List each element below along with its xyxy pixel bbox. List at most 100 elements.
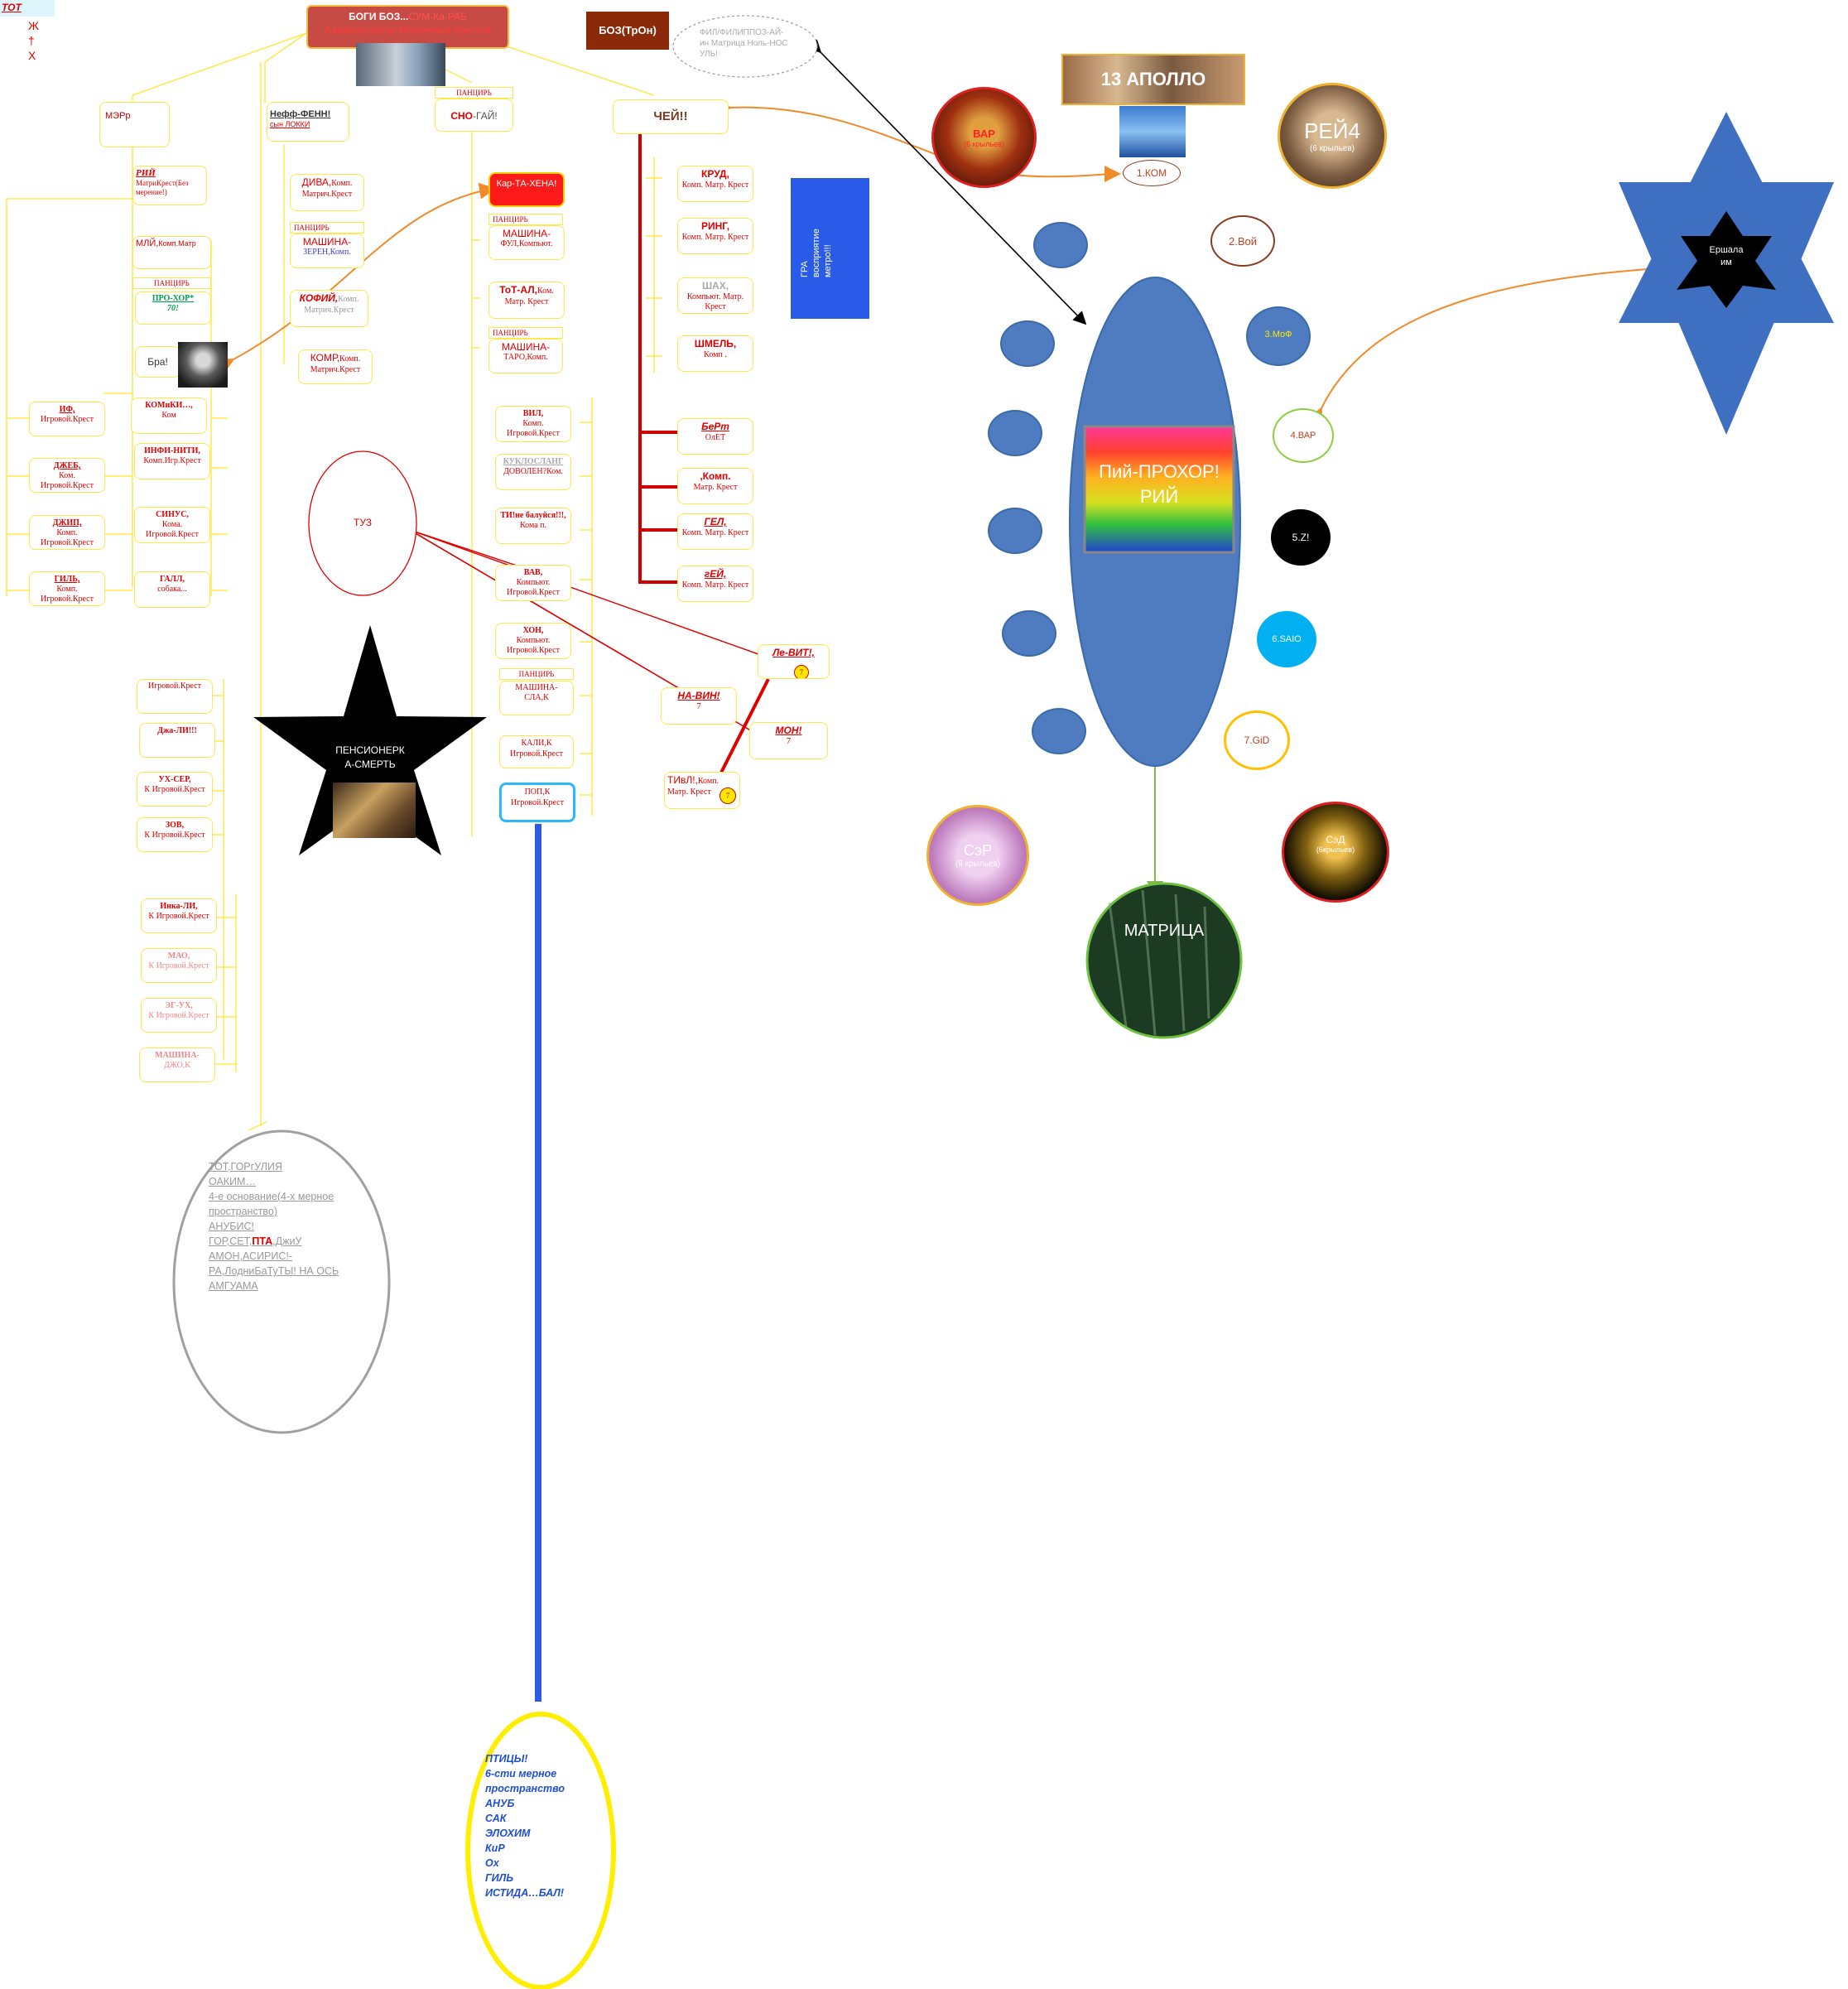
gods-line-0: ТОТ,ГОРгУЛИЯ <box>209 1161 282 1173</box>
node-prohor[interactable]: ПРО-ХОР* 70! <box>135 291 211 325</box>
seat-6[interactable] <box>1032 708 1086 754</box>
node-levit-name: Ле-ВИТ!, <box>772 647 815 658</box>
seat-5[interactable] <box>1002 610 1056 657</box>
seat-3[interactable] <box>988 410 1042 456</box>
node-kartahena[interactable]: Кар-ТА-ХЕНА! <box>488 172 565 207</box>
sno-item-2[interactable]: ТИ!не балуйся!!!,Кома п. <box>495 508 571 544</box>
mer-right-1[interactable]: ИНФИ-НИТИ,Комп.Игр.Крест <box>134 443 210 479</box>
sno-tag: ПАНЦИРЬ <box>435 87 513 99</box>
sno-item-4[interactable]: ХОН,Компьют. Игровой.Крест <box>495 623 571 659</box>
mer-lower-2[interactable]: УХ-СЕР,К Игровой.Крест <box>137 772 213 807</box>
rainbow-panel <box>1083 425 1235 554</box>
root-node[interactable]: БОГИ БОЗ...СУМ-Ка-РАБ Администратор Матр… <box>306 5 509 49</box>
node-diva[interactable]: ДИВА,Комп. Матрич.Крест <box>290 174 364 211</box>
chei-item-2-name: ШАХ, <box>701 280 729 291</box>
node-tivl[interactable]: ТИвЛ!,Комп. Матр. Крест 7 <box>664 772 740 809</box>
branch-neff[interactable]: Нефф-ФЕНН! сын ЛОККИ <box>267 102 349 142</box>
mer-lower-6[interactable]: ЭГ-УХ,К Игровой.Крест <box>141 998 217 1033</box>
chei-item-2[interactable]: ШАХ,Компьют. Матр. Крест <box>677 277 753 314</box>
matrix-label[interactable]: МАТРИЦА <box>1124 922 1205 940</box>
branch-mer[interactable]: МЭРр <box>99 102 170 147</box>
mer-left-0[interactable]: ИФ,Игровой.Крест <box>29 402 105 436</box>
mer-left-3[interactable]: ГИЛЬ,Комп. Игровой.Крест <box>29 571 105 606</box>
branch-sno[interactable]: СНО-ГАЙ! <box>435 99 513 132</box>
sno-item-3[interactable]: ВАВ,Компьют. Игровой.Крест <box>495 565 571 601</box>
chei-item-1[interactable]: РИНГ,Комп. Матр. Крест <box>677 218 753 254</box>
mer-right-3-text: собака... <box>157 585 187 595</box>
planet-4[interactable]: 4.ВАР <box>1273 408 1334 463</box>
seat-1[interactable] <box>1033 222 1088 268</box>
mer-lower-1[interactable]: Джа-ЛИ!!! <box>139 723 215 758</box>
birds-line-9: ИСТИДА…БАЛ! <box>485 1887 565 1899</box>
node-mli[interactable]: МЛЙ,Комп.Матр <box>132 236 211 269</box>
node-pop[interactable]: ПОП,К Игровой.Крест <box>499 783 575 822</box>
apollo-banner[interactable]: 13 АПОЛЛО <box>1061 54 1245 105</box>
node-kali[interactable]: КАЛИ,К Игровой.Крест <box>499 735 574 768</box>
seat-4[interactable] <box>988 508 1042 554</box>
node-pop-text: К Игровой.Крест <box>511 787 564 808</box>
planet-5[interactable]: 5.Z! <box>1271 509 1331 566</box>
chei-item-6[interactable]: ГЕЛ,Комп. Матр. Крест <box>677 513 753 550</box>
seat-2[interactable] <box>1000 320 1055 367</box>
chei-item-5[interactable]: ,Комп.Матр. Крест <box>677 468 753 504</box>
chei-item-3[interactable]: ШМЕЛЬ,Комп . <box>677 335 753 372</box>
hexagram-label[interactable]: Ершала им <box>1693 244 1759 269</box>
node-kofiy[interactable]: КОФИЙ,Комп. Матрич.Крест <box>290 290 368 327</box>
mer-right-0[interactable]: КОМиКИ…,Ком <box>131 397 207 434</box>
sno-item-0[interactable]: ВИЛ,Комп. Игровой.Крест <box>495 406 571 442</box>
node-navin[interactable]: НА-ВИН! 7 <box>661 687 737 725</box>
mer-left-1[interactable]: ДЖЕБ,Ком. Игровой.Крест <box>29 458 105 493</box>
apollo-kom[interactable]: 1.КОМ <box>1123 160 1181 186</box>
planet-7[interactable]: 7.GiD <box>1224 710 1290 770</box>
mer-left-2[interactable]: ДЖИП,Комп. Игровой.Крест <box>29 515 105 550</box>
hexagram-line1: Ершала <box>1709 245 1744 255</box>
mer-lower-5[interactable]: МАО,К Игровой.Крест <box>141 948 217 983</box>
mer-lower-0[interactable]: Игровой.Крест <box>137 679 213 714</box>
planet-6[interactable]: 6.SAIO <box>1257 611 1316 667</box>
node-bra[interactable]: Бра! <box>135 346 180 378</box>
chei-item-1-name: РИНГ, <box>700 220 730 232</box>
gra-box[interactable]: ГРА восприятие метро!!! <box>791 178 869 319</box>
node-komr[interactable]: КОМР,Комп. Матрич.Крест <box>298 349 373 384</box>
node-mashina-zeren-name: МАШИНА- <box>302 236 352 248</box>
node-prohor-num: 70! <box>167 304 179 313</box>
ser-bubble[interactable]: СэР (6 крыльев) <box>926 805 1029 906</box>
node-riy[interactable]: РИЙ МатриКрест(Без мерение!) <box>132 166 207 205</box>
node-mashina-taro-name: МАШИНА- <box>501 341 551 353</box>
node-mashina-zeren[interactable]: МАШИНА- ЗЕРЕН,Комп. <box>290 234 364 268</box>
mer-lower-3[interactable]: ЗОВ,К Игровой.Крест <box>137 817 213 852</box>
node-tivl-text: Комп. Матр. Крест <box>667 777 719 797</box>
mer-right-3[interactable]: ГАЛЛ,собака... <box>134 571 210 608</box>
node-levit[interactable]: Ле-ВИТ!, 7 <box>758 644 830 679</box>
bra-portrait <box>178 342 228 388</box>
boz-tron-node[interactable]: БОЗ(ТрОн) <box>586 12 669 50</box>
node-mashina-ful[interactable]: МАШИНА- ФУЛ,Компьют. <box>488 225 565 260</box>
node-mon[interactable]: МОН! 7 <box>749 722 828 759</box>
pensioner-star-shape <box>253 625 487 855</box>
node-totAl-name: ТоТ-АЛ, <box>499 284 537 296</box>
chei-item-3-text: Комп . <box>704 350 727 360</box>
rei-bubble[interactable]: РЕЙ4 (6 крыльев) <box>1278 83 1387 189</box>
branch-chei[interactable]: ЧЕЙ!! <box>613 99 729 134</box>
sno-item-1-name: КУКЛОСЛАНГ <box>503 457 564 466</box>
node-totAl[interactable]: ТоТ-АЛ,Ком. Матр. Крест <box>488 282 565 319</box>
node-navin-num: 7 <box>696 701 701 712</box>
mer-lower-7[interactable]: МАШИНА-ДЖО,К <box>139 1047 215 1082</box>
var-bubble[interactable]: ВАР (6 крыльев) <box>931 87 1037 188</box>
node-mashina-sla[interactable]: МАШИНА- СЛА,К <box>499 681 574 715</box>
chei-item-7[interactable]: гЕЙ,Комп. Матр. Крест <box>677 566 753 602</box>
chei-item-0[interactable]: КРУД,Комп. Матр. Крест <box>677 166 753 202</box>
sed-bubble[interactable]: СэД (6крыльев) <box>1282 802 1389 903</box>
mer-right-2[interactable]: СИНУС,Кома. Игровой.Крест <box>134 507 210 543</box>
planet-2[interactable]: 2.Вой <box>1210 215 1275 267</box>
planet-3-shape[interactable] <box>1246 306 1311 366</box>
node-mashina-taro[interactable]: МАШИНА- ТАРО,Комп. <box>488 339 563 373</box>
mer-lower-4[interactable]: Инка-ЛИ,К Игровой.Крест <box>141 898 217 933</box>
node-navin-name: НА-ВИН! <box>677 690 720 701</box>
tuz-label[interactable]: ТУЗ <box>354 517 372 528</box>
table-center-label[interactable]: Пий-ПРОХОР! РИЙ <box>1085 460 1234 509</box>
tot-link[interactable]: ТОТ <box>2 2 22 13</box>
